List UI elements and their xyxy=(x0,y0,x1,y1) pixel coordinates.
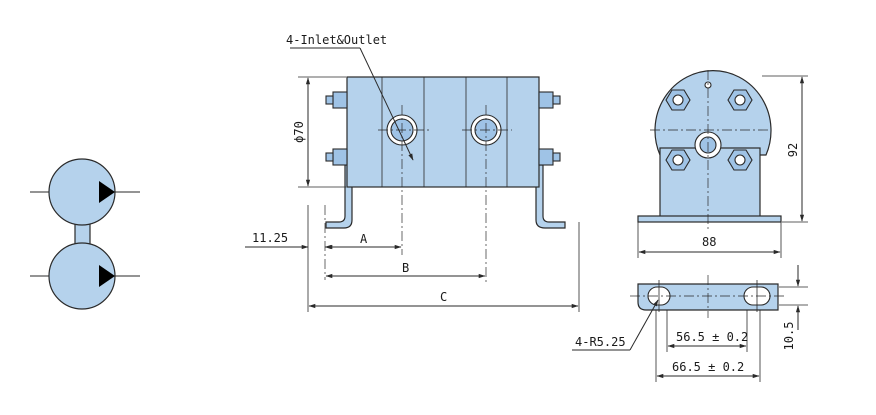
dimension-92: 92 xyxy=(786,143,800,157)
dimension-a: A xyxy=(360,232,368,246)
front-view xyxy=(324,76,566,282)
dimension-phi70: ϕ70 xyxy=(292,121,306,143)
dimension-b: B xyxy=(402,261,409,275)
dimension-56-5: 56.5 ± 0.2 xyxy=(676,330,748,344)
dimension-66-5: 66.5 ± 0.2 xyxy=(672,360,744,374)
dimension-11-25: 11.25 xyxy=(252,231,288,245)
side-view xyxy=(637,70,782,230)
inlet-outlet-label: 4-Inlet&Outlet xyxy=(286,33,387,47)
foot-view xyxy=(630,275,786,318)
dimension-4-r5-25: 4-R5.25 xyxy=(575,335,626,349)
dimension-88: 88 xyxy=(702,235,716,249)
dimension-10-5: 10.5 xyxy=(782,322,796,351)
pump-symbol-icon xyxy=(30,158,140,310)
dimension-c: C xyxy=(440,290,447,304)
